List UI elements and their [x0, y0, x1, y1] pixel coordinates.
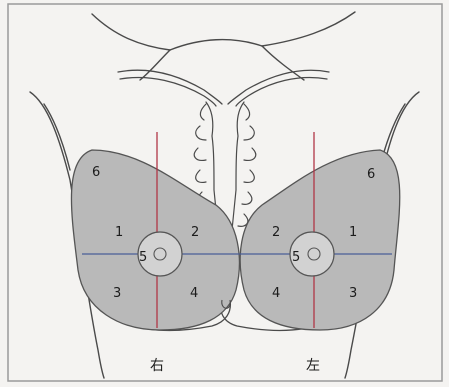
right-breast-nipple [154, 248, 166, 260]
right-zone-3: 3 [113, 286, 121, 301]
right-zone-5: 5 [139, 250, 147, 265]
right-breast: 6 1 2 5 3 4 [71, 132, 240, 330]
right-zone-4: 4 [190, 286, 198, 301]
right-side-label: 右 [150, 358, 164, 374]
left-side-label: 左 [306, 358, 320, 374]
left-breast: 6 2 1 5 4 3 [240, 132, 400, 330]
left-zone-1: 1 [349, 225, 357, 240]
left-zone-4: 4 [272, 286, 280, 301]
left-zone-5: 5 [292, 250, 300, 265]
right-zone-1: 1 [115, 225, 123, 240]
right-zone-2: 2 [191, 225, 199, 240]
left-zone-6: 6 [367, 167, 375, 182]
left-zone-3: 3 [349, 286, 357, 301]
left-zone-2: 2 [272, 225, 280, 240]
right-zone-6: 6 [92, 165, 100, 180]
left-breast-nipple [308, 248, 320, 260]
